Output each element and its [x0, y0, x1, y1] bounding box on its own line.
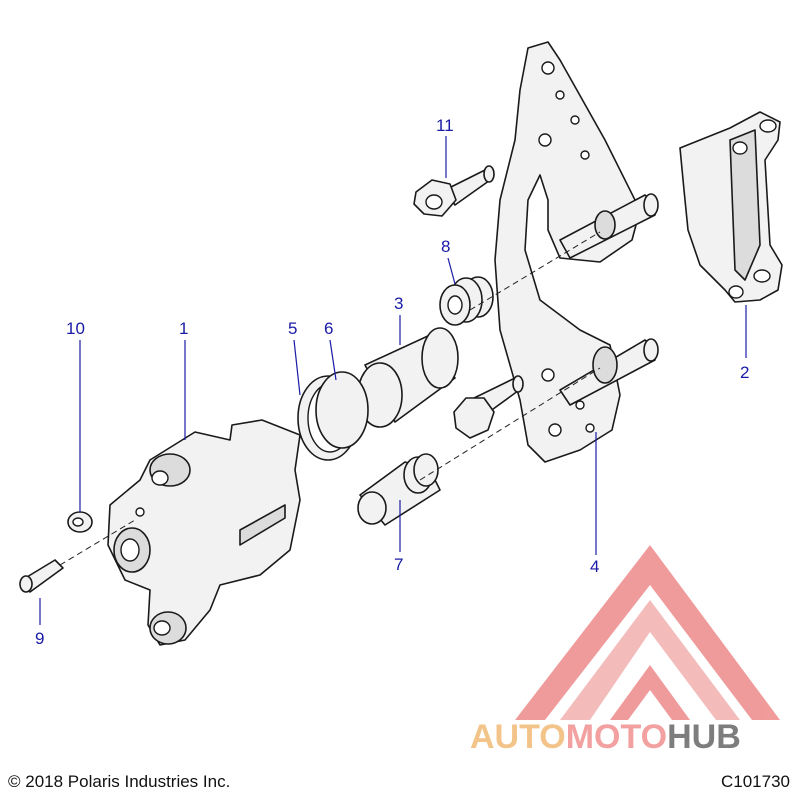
watermark-moto: MOTO — [566, 718, 667, 756]
alignment-line-bleeder — [59, 519, 136, 566]
alignment-line-lower — [419, 367, 601, 481]
leader-6 — [329, 339, 337, 381]
part-bolt-upper — [413, 165, 495, 217]
callout-2: 2 — [740, 363, 749, 382]
part-bolt-lower — [453, 375, 524, 439]
callout-6: 6 — [324, 319, 333, 338]
diagram-code: C101730 — [720, 772, 790, 791]
part-seals — [297, 371, 369, 461]
part-brake-pad — [679, 111, 783, 303]
callout-3: 3 — [394, 294, 403, 313]
callout-1: 1 — [179, 319, 188, 338]
leader-5 — [293, 339, 301, 396]
callout-4: 4 — [590, 557, 599, 576]
callout-9: 9 — [35, 629, 44, 648]
alignment-line-upper — [469, 231, 601, 311]
part-bracket — [494, 41, 659, 463]
watermark-auto: AUTO — [470, 718, 566, 756]
part-bleeder — [19, 559, 64, 593]
copyright-text: © 2018 Polaris Industries Inc. — [8, 772, 231, 791]
callout-7: 7 — [394, 555, 403, 574]
watermark-hub: HUB — [667, 718, 741, 756]
part-boot — [439, 276, 494, 326]
callout-11: 11 — [436, 116, 454, 135]
callout-8: 8 — [441, 237, 450, 256]
callout-5: 5 — [288, 319, 297, 338]
part-caliper-housing — [107, 419, 301, 646]
watermark-text: AUTOMOTOHUB — [470, 718, 741, 756]
part-piston — [357, 327, 459, 428]
watermark-logo — [515, 545, 780, 720]
callout-10: 10 — [66, 319, 85, 338]
leader-8 — [447, 257, 456, 285]
part-slide-pin — [357, 453, 441, 526]
part-bleeder-cap — [67, 511, 93, 533]
